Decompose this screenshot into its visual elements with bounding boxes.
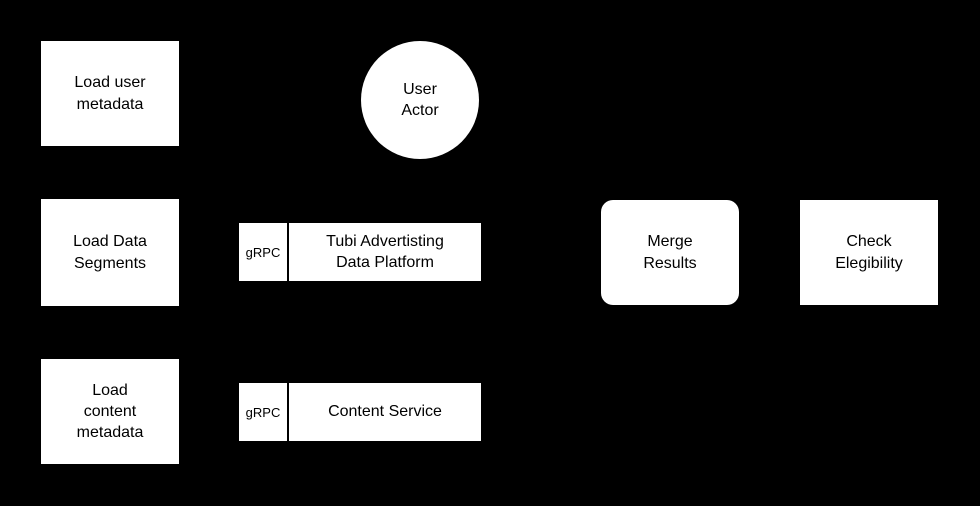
node-load-user-metadata: Load user metadata bbox=[41, 41, 179, 146]
node-user-actor-label: User Actor bbox=[401, 80, 439, 119]
grpc-badge: gRPC bbox=[239, 383, 289, 441]
node-merge-results: Merge Results bbox=[601, 200, 739, 305]
node-tubi-advertisting-data-platform: gRPC Tubi Advertisting Data Platform bbox=[239, 223, 481, 281]
node-merge-results-label: Merge Results bbox=[643, 233, 697, 272]
node-load-data-segments: Load Data Segments bbox=[41, 199, 179, 306]
grpc-badge: gRPC bbox=[239, 223, 289, 281]
node-content-service: gRPC Content Service bbox=[239, 383, 481, 441]
node-content-service-label: Content Service bbox=[328, 403, 442, 421]
node-tubi-advertisting-data-platform-label: Tubi Advertisting Data Platform bbox=[326, 232, 444, 271]
node-load-content-metadata: Load content metadata bbox=[41, 359, 179, 464]
node-load-data-segments-label: Load Data Segments bbox=[73, 233, 147, 272]
node-load-content-metadata-label: Load content metadata bbox=[76, 381, 144, 442]
node-user-actor: User Actor bbox=[361, 41, 479, 159]
node-check-elegibility: Check Elegibility bbox=[800, 200, 938, 305]
node-load-user-metadata-label: Load user metadata bbox=[74, 74, 146, 113]
node-check-elegibility-label: Check Elegibility bbox=[835, 233, 903, 272]
